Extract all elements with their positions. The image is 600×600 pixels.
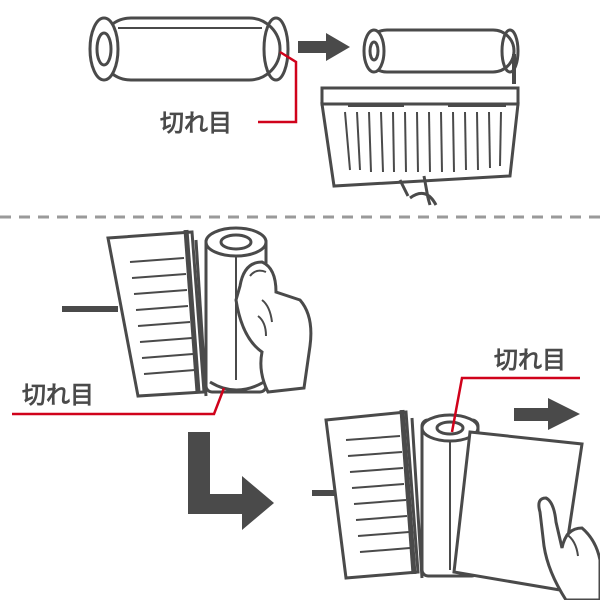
step1-placed-roll: [362, 28, 520, 84]
step2-holder-box: [106, 229, 208, 398]
step1-holder: [320, 86, 520, 206]
step2-cut-label: 切れ目: [22, 381, 94, 409]
step3-holder-box: [324, 409, 424, 580]
step2-wall-bar: [62, 306, 118, 312]
step3-cut-label: 切れ目: [494, 346, 566, 374]
step3-hand-icon: [537, 496, 600, 600]
step1-leader-line: [258, 50, 298, 124]
step2-leader-line: [12, 387, 226, 416]
step1-roll: [88, 16, 290, 82]
step1-cut-label: 切れ目: [160, 109, 232, 137]
step1-right-arrow-icon: [298, 33, 350, 61]
step2-hand-icon: [234, 260, 313, 394]
step3-leader-line: [450, 376, 580, 433]
step3-right-arrow-icon: [514, 398, 580, 430]
step3-wall-bar: [312, 490, 338, 496]
step2-down-right-arrow-icon: [188, 432, 274, 530]
